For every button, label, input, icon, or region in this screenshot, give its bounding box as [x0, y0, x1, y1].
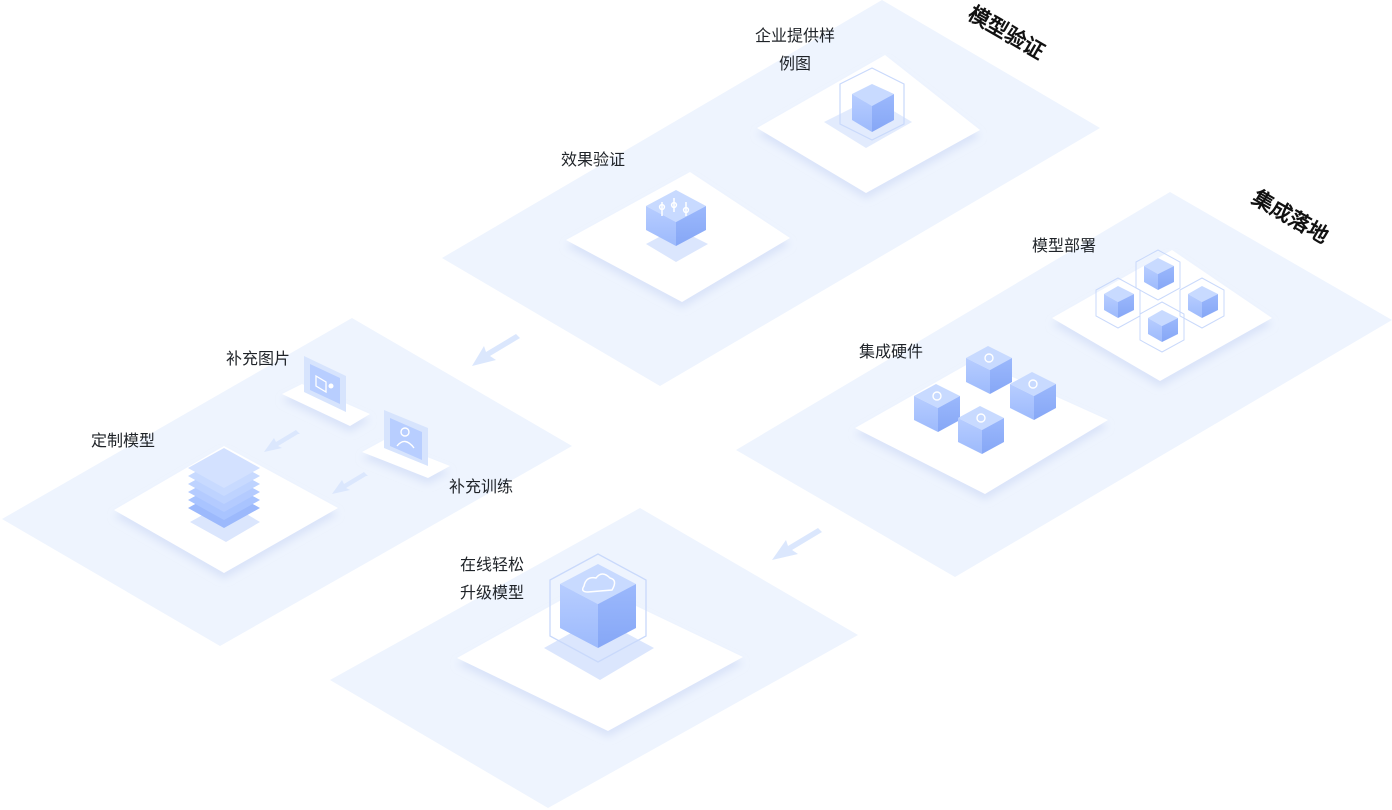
label-integrate-hardware: 集成硬件: [859, 342, 924, 361]
label-supplement-training: 补充训练: [449, 477, 514, 496]
label-sample-images-line1: 企业提供样: [754, 26, 835, 45]
label-upgrade-model-line1: 在线轻松: [460, 555, 525, 574]
label-custom-model: 定制模型: [91, 431, 156, 450]
arrow-deploy-to-upgrade-icon: [772, 528, 824, 560]
supplement-images-device-base: [282, 384, 370, 426]
chip-right: [1010, 372, 1056, 420]
deploy-cubes-icon: [1095, 249, 1225, 353]
layers-stack-icon: [188, 448, 260, 542]
hardware-chips-icon: [914, 346, 1056, 454]
arrow-training-to-model-icon: [332, 472, 368, 494]
label-sample-images-line2: 例图: [778, 54, 811, 73]
sample-cube-icon: [824, 67, 912, 148]
user-monitor-icon: [384, 410, 428, 466]
chip-left: [914, 384, 960, 432]
arrow-images-to-model-icon: [264, 430, 300, 452]
label-upgrade-model: 在线轻松 升级模型: [460, 551, 524, 607]
settings-cube-icon: [646, 190, 708, 262]
cloud-cube-icon: [544, 553, 654, 680]
label-sample-images: 企业提供样 例图: [740, 22, 850, 78]
supplement-training-device-base: [362, 440, 450, 478]
chip-bottom: [958, 406, 1004, 454]
deploy-cube-bottom: [1139, 301, 1185, 353]
label-upgrade-model-line2: 升级模型: [460, 583, 525, 602]
arrow-verify-to-custom-icon: [472, 334, 522, 366]
deploy-cube-right: [1179, 277, 1225, 329]
label-supplement-images: 补充图片: [226, 349, 291, 368]
label-model-deploy: 模型部署: [1032, 236, 1097, 255]
image-monitor-icon: [304, 356, 346, 412]
label-effect-verify: 效果验证: [561, 150, 626, 169]
chip-top: [966, 346, 1012, 394]
deploy-cube-top: [1135, 249, 1181, 301]
